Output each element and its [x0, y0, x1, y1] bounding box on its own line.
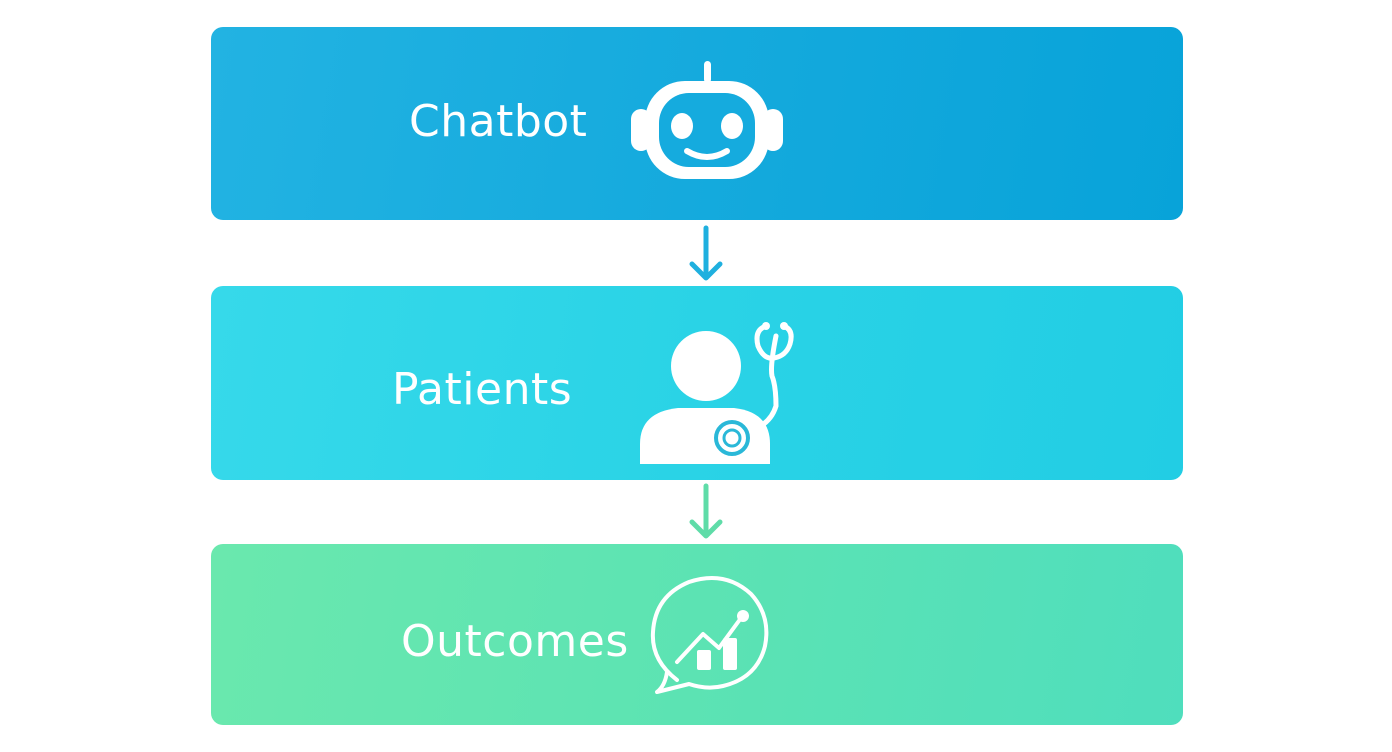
step-chatbot: Chatbot [211, 27, 1183, 220]
arrow-down-icon [689, 225, 723, 281]
step-label-patients: Patients [392, 364, 573, 415]
step-label-chatbot: Chatbot [409, 96, 588, 147]
chat-growth-chart-icon [650, 576, 769, 694]
arrow-down-icon [689, 483, 723, 539]
step-label-outcomes: Outcomes [401, 616, 629, 667]
patient-stethoscope-icon [640, 322, 794, 464]
step-outcomes: Outcomes [211, 544, 1183, 725]
step-patients: Patients [211, 286, 1183, 480]
robot-icon [631, 61, 783, 179]
